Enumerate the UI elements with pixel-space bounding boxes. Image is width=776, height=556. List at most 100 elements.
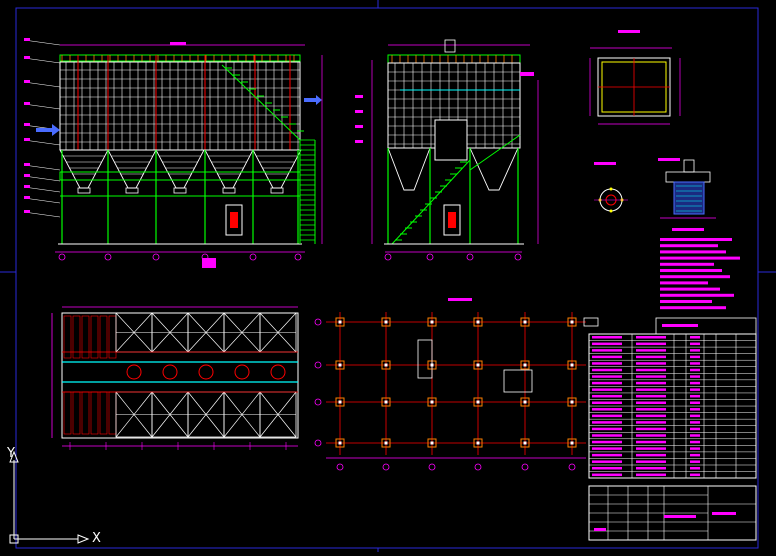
title-cell-text [690, 447, 700, 450]
title-cell-text [636, 427, 666, 431]
title-cell-text [592, 453, 622, 457]
title-cell-text [592, 401, 622, 404]
foundation-pad [567, 317, 577, 327]
leader-tag [24, 138, 30, 141]
flange-bolt [609, 187, 613, 191]
title-cell-text [592, 447, 622, 450]
side-hopper [469, 147, 519, 191]
title-cell-text [592, 440, 622, 444]
title-cell-text [636, 401, 666, 404]
title-cell-text [636, 414, 666, 418]
title-cell-text [636, 434, 666, 437]
side-hopper [387, 147, 431, 191]
side-vent [444, 39, 456, 53]
plan-hopper-circle [198, 364, 214, 380]
front-elevation-view[interactable] [23, 38, 323, 268]
foundation-pad [520, 397, 530, 407]
title-cell-text [592, 388, 622, 391]
side-dim-text [520, 72, 534, 76]
title-cell-text [690, 401, 700, 404]
foundation-pier [476, 441, 480, 445]
title-block-table[interactable] [588, 317, 757, 541]
note-line [660, 300, 712, 303]
title-cell-text [592, 434, 622, 437]
foundation-plan-view[interactable] [314, 298, 599, 471]
plan-left-block [108, 391, 117, 435]
title-cell-text [690, 414, 700, 418]
note-line [660, 244, 718, 248]
foundation-pad [381, 397, 391, 407]
foundation-pad [520, 360, 530, 370]
foundation-pier [384, 441, 388, 445]
front-axis-bubble [104, 253, 112, 261]
foundation-pier [430, 400, 434, 404]
ucs-x-arrow [77, 534, 90, 544]
front-tag [202, 258, 216, 268]
foundation-pier [570, 363, 574, 367]
side-axis-bubble [384, 253, 392, 261]
ucs-origin-box [9, 534, 19, 544]
leader-tag [24, 196, 30, 199]
foundation-detail [417, 339, 433, 379]
front-hopper [59, 149, 109, 189]
foundation-pad [427, 438, 437, 448]
detail-views[interactable] [594, 158, 716, 219]
front-hopper [107, 149, 157, 189]
note-line [660, 269, 722, 272]
foundation-axis-bubble [336, 463, 344, 471]
plan-hopper-circle [234, 364, 250, 380]
title-cell-text [592, 460, 622, 463]
plan-left-block [90, 315, 99, 359]
title-cell-text [636, 375, 666, 378]
ucs-y-label: Y [7, 446, 15, 461]
title-cell-text [592, 362, 622, 365]
note-line [660, 256, 740, 260]
title-cell-text [690, 355, 700, 359]
leader-tag [24, 185, 30, 188]
title-cell-text [636, 460, 666, 463]
title-cell-text [690, 453, 700, 457]
foundation-axis-bubble [428, 463, 436, 471]
foundation-pier [384, 363, 388, 367]
foundation-pier [338, 400, 342, 404]
side-elevation-view[interactable] [355, 39, 539, 261]
valve-title [658, 158, 680, 161]
top-plan-view[interactable] [51, 306, 299, 450]
title-cell-text [636, 336, 666, 339]
title-cell-text [592, 473, 622, 477]
hopper-outlet [270, 187, 284, 194]
title-cell-text [636, 467, 666, 470]
foundation-axis-bubble [521, 463, 529, 471]
front-axis-bubble [294, 253, 302, 261]
side-door [434, 119, 468, 161]
title-code-text [712, 512, 736, 515]
foundation-axis-bubble [314, 439, 322, 447]
title-cell-text [592, 336, 622, 339]
foundation-pad [473, 360, 483, 370]
foundation-pier [476, 363, 480, 367]
foundation-pier [476, 320, 480, 324]
front-fan [225, 204, 243, 236]
foundation-pier [570, 441, 574, 445]
foundation-pier [523, 400, 527, 404]
foundation-pad [567, 360, 577, 370]
side-leader-tag [355, 110, 363, 113]
front-hopper [155, 149, 205, 189]
title-header-text [662, 324, 698, 327]
stair-stringer [221, 64, 301, 141]
title-cell-text [690, 381, 700, 385]
plan-left-block [90, 391, 99, 435]
hopper-section-view[interactable] [589, 30, 681, 125]
note-line [660, 293, 734, 297]
front-hopper [204, 149, 254, 189]
leader-tag [24, 38, 30, 41]
title-cell-text [690, 349, 700, 352]
plan-left-block [72, 315, 81, 359]
plan-outline [61, 312, 299, 439]
leader-tag [24, 210, 30, 213]
title-cell-text [592, 349, 622, 352]
foundation-detail [503, 369, 533, 393]
hopper-outlet [222, 187, 236, 194]
